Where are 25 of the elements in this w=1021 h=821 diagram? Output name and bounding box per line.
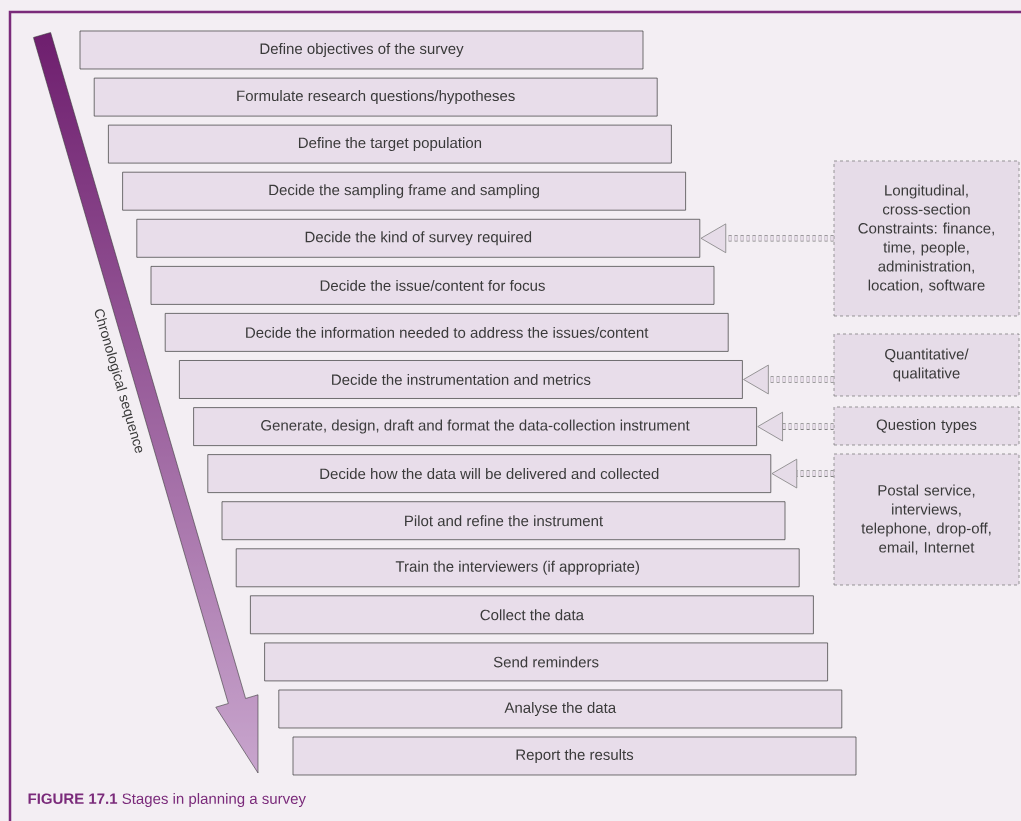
step-box: Define the target population <box>108 124 672 164</box>
note-box: Postal service, interviews, telephone, drop-off, email, Internet <box>833 453 1020 586</box>
step-box: Decide the instrumentation and metrics <box>179 360 743 399</box>
hollow-arrow <box>771 458 834 489</box>
hollow-arrow <box>757 411 834 442</box>
hollow-arrow <box>700 223 834 254</box>
step-box: Define objectives of the survey <box>79 30 644 70</box>
step-box: Decide the information needed to address the issues/content <box>164 313 729 352</box>
step-box: Send reminders <box>264 642 828 682</box>
figure-caption: FIGURE 17.1 Stages in planning a survey <box>28 793 306 807</box>
step-box: Decide how the data will be delivered and collected <box>207 454 772 493</box>
note-box: Longitudinal, cross-section Constraints: finance, time, people, administration, location, software <box>833 160 1020 317</box>
step-box: Report the results <box>292 736 857 776</box>
hollow-arrow <box>743 364 834 395</box>
step-box: Decide the issue/content for focus <box>150 266 715 305</box>
step-box: Pilot and refine the instrument <box>221 501 786 541</box>
step-box: Analyse the data <box>278 689 843 729</box>
step-box: Decide the sampling frame and sampling <box>122 171 686 211</box>
step-box: Train the interviewers (if appropriate) <box>235 548 800 588</box>
note-box: Quantitative/ qualitative <box>833 333 1020 397</box>
step-box: Formulate research questions/hypotheses <box>93 77 658 117</box>
step-box: Decide the kind of survey required <box>136 218 701 258</box>
step-box: Collect the data <box>250 595 814 635</box>
step-box: Generate, design, draft and format the data-collection instrument <box>193 407 757 446</box>
note-box: Question types <box>833 406 1020 446</box>
